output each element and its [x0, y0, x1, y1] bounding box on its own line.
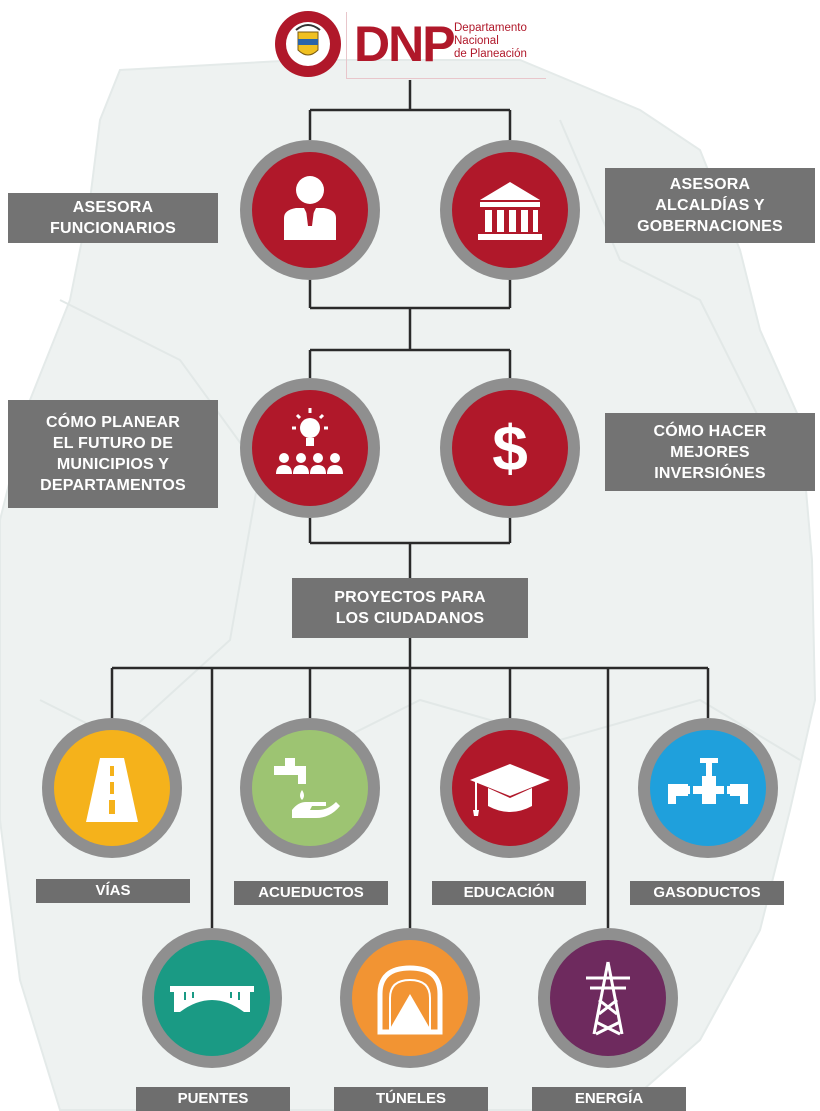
logo-underline — [346, 78, 546, 79]
tag-vias: VÍAS — [36, 879, 190, 903]
node-puentes — [142, 928, 282, 1068]
node-energia — [538, 928, 678, 1068]
graduation-cap-icon — [470, 764, 550, 816]
node-educacion — [440, 718, 580, 858]
node-gasoductos — [638, 718, 778, 858]
tag-energia: ENERGÍA — [532, 1087, 686, 1111]
label-proyectos: PROYECTOS PARA LOS CIUDADANOS — [292, 578, 528, 638]
node-planear — [240, 378, 380, 518]
road-icon — [86, 758, 138, 822]
power-tower-icon — [586, 961, 630, 1036]
colombia-seal-icon — [275, 11, 341, 77]
dnp-logo: DNP Departamento Nacional de Planeación — [270, 8, 550, 80]
node-funcionarios — [240, 140, 380, 280]
tag-educacion: EDUCACIÓN — [432, 881, 586, 905]
dollar-icon: $ — [492, 412, 528, 484]
tag-puentes: PUENTES — [136, 1087, 290, 1111]
logo-divider — [346, 12, 347, 78]
svg-text:$: $ — [492, 412, 528, 484]
government-building-icon — [478, 182, 542, 240]
node-tuneles — [340, 928, 480, 1068]
person-icon — [284, 176, 336, 240]
node-gobernaciones — [440, 140, 580, 280]
tag-tuneles: TÚNELES — [334, 1087, 488, 1111]
node-acueductos — [240, 718, 380, 858]
water-tap-icon — [274, 758, 340, 818]
label-como-hacer-inversiones: CÓMO HACER MEJORES INVERSIÓNES — [605, 413, 815, 491]
idea-group-icon — [276, 408, 343, 474]
tunnel-icon — [377, 965, 443, 1035]
node-vias — [42, 718, 182, 858]
tag-acueductos: ACUEDUCTOS — [234, 881, 388, 905]
tag-gasoductos: GASODUCTOS — [630, 881, 784, 905]
label-asesora-alcaldias: ASESORA ALCALDÍAS Y GOBERNACIONES — [605, 168, 815, 243]
bridge-icon — [170, 986, 254, 1012]
logo-subtitle: Departamento Nacional de Planeación — [454, 22, 527, 60]
node-inversiones: $ — [440, 378, 580, 518]
gas-pipe-icon — [668, 758, 748, 804]
label-asesora-funcionarios: ASESORA FUNCIONARIOS — [8, 193, 218, 243]
label-como-planear: CÓMO PLANEAR EL FUTURO DE MUNICIPIOS Y D… — [8, 400, 218, 508]
logo-title: DNP — [354, 16, 456, 72]
